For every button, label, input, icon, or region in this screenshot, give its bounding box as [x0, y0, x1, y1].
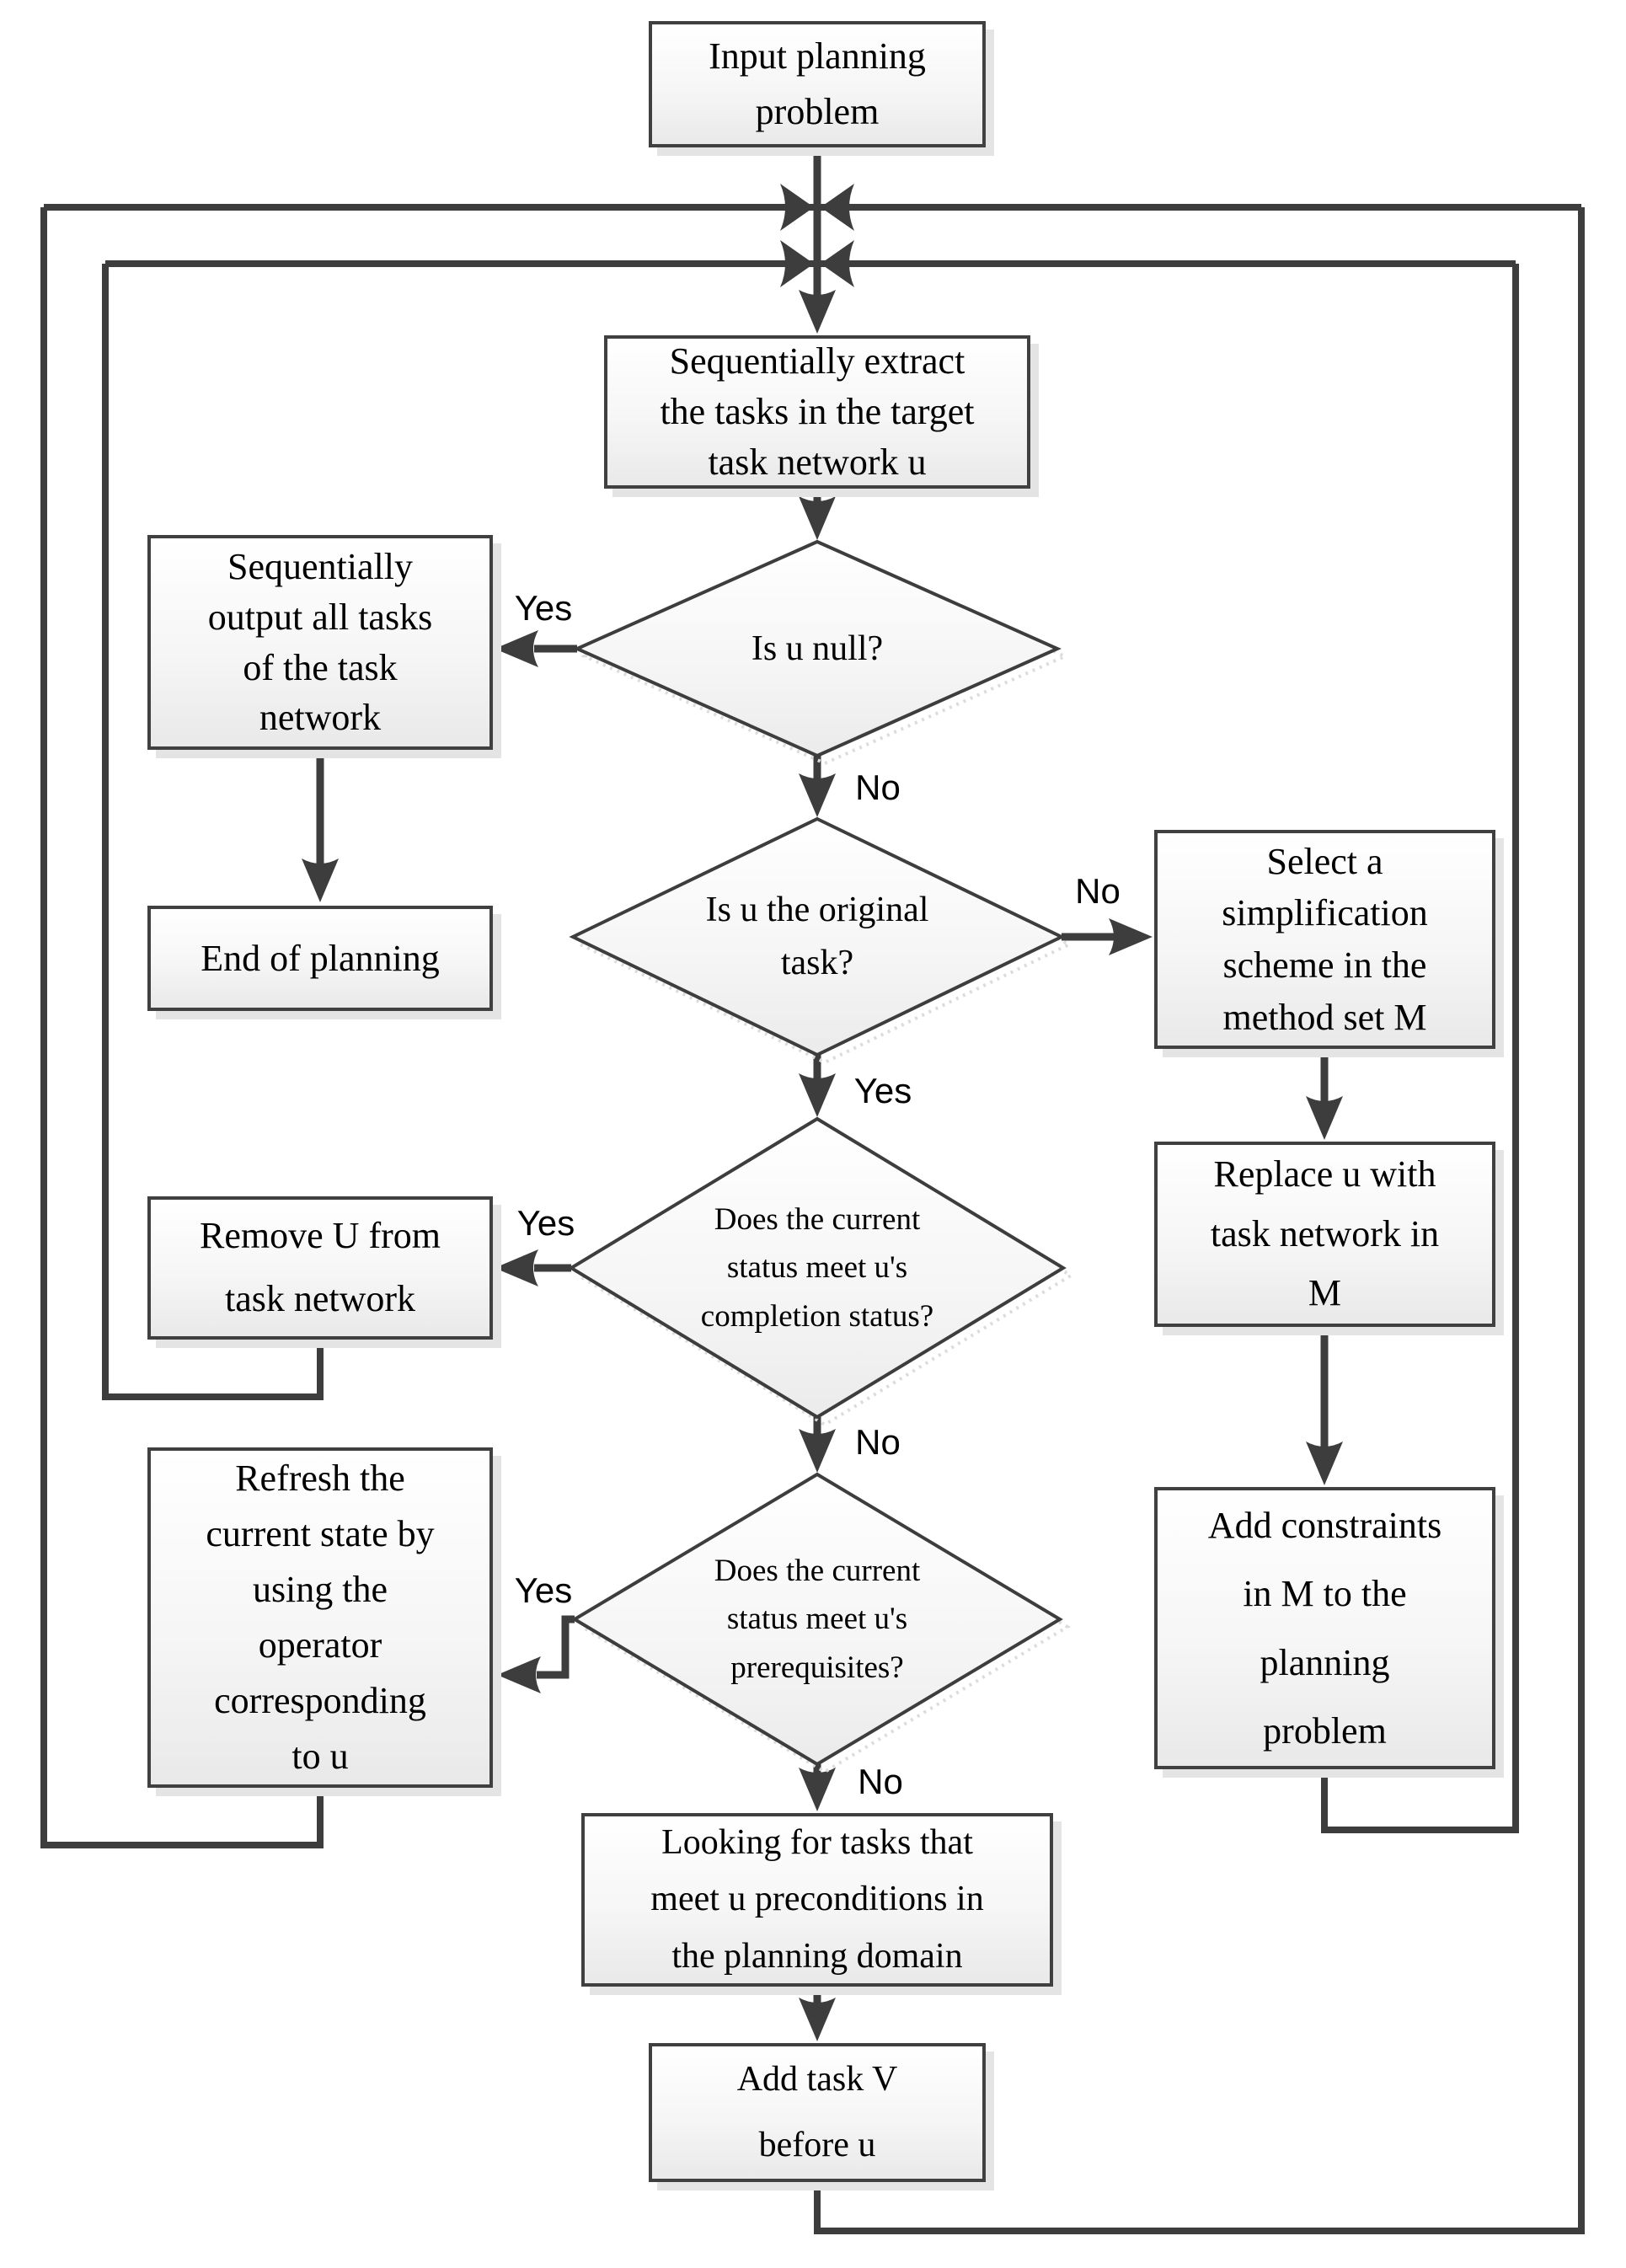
arrowhead-looking-icon	[799, 1768, 836, 1811]
edge-label-is-original-no: No	[1075, 871, 1121, 911]
decision-is-null-shape	[573, 539, 1062, 758]
edge-remove-loop	[102, 264, 324, 1400]
merge-arrowhead-inner-right-icon	[821, 240, 854, 287]
merge-arrowhead-outer-right-icon	[821, 184, 854, 231]
decision-prerequisites-shape	[571, 1472, 1063, 1767]
arrowhead-replace-icon	[1306, 1096, 1343, 1140]
decision-is-original-shape	[569, 816, 1066, 1057]
arrowhead-select-icon	[1109, 918, 1153, 955]
edge-label-is-original-yes: Yes	[853, 1071, 912, 1110]
decision-completion-shape	[568, 1116, 1067, 1420]
merge-arrowhead-outer-left-icon	[780, 184, 814, 231]
node-replace-u-with-task-network: Replace u with task network in M	[1154, 1142, 1495, 1327]
edge-add-task-loop	[814, 207, 1585, 2234]
node-remove-u-from-task-network: Remove U from task network	[147, 1196, 493, 1340]
arrowhead-prerequisites-icon	[799, 1429, 836, 1473]
node-add-constraints: Add constraints in M to the planning pro…	[1154, 1487, 1495, 1769]
edge-prerequisites-refresh	[537, 1615, 575, 1679]
arrowhead-completion-icon	[799, 1073, 836, 1117]
edge-label-is-null-no: No	[855, 768, 901, 807]
node-refresh-current-state: Refresh the current state by using the o…	[147, 1447, 493, 1788]
edge-refresh-loop	[40, 207, 324, 1848]
arrowhead-refresh-icon	[497, 1656, 541, 1693]
edge-label-completion-yes: Yes	[516, 1203, 575, 1243]
node-end-of-planning: End of planning	[147, 906, 493, 1011]
node-looking-for-tasks: Looking for tasks that meet u preconditi…	[581, 1813, 1053, 1987]
node-select-simplification-scheme: Select a simplification scheme in the me…	[1154, 830, 1495, 1049]
edge-label-prerequisites-no: No	[858, 1762, 903, 1801]
edge-label-prerequisites-yes: Yes	[514, 1570, 573, 1610]
edge-label-completion-no: No	[855, 1422, 901, 1462]
arrowhead-addconstraints-icon	[1306, 1442, 1343, 1485]
arrowhead-remove-icon	[495, 1249, 538, 1286]
node-input-planning-problem: Input planning problem	[649, 21, 986, 147]
arrowhead-isnull-icon	[799, 496, 836, 540]
node-add-task-v-before-u: Add task V before u	[649, 2043, 986, 2182]
node-sequentially-extract: Sequentially extract the tasks in the ta…	[604, 335, 1030, 489]
arrowhead-output-icon	[495, 630, 538, 667]
edge-add-constraints-loop	[1321, 264, 1519, 1833]
edge-label-is-null-yes: Yes	[514, 588, 573, 628]
node-sequentially-output: Sequentially output all tasks of the tas…	[147, 535, 493, 750]
arrowhead-extract-icon	[799, 290, 836, 334]
arrowhead-end-icon	[302, 859, 339, 902]
merge-arrowhead-inner-left-icon	[780, 240, 814, 287]
arrowhead-addtask-icon	[799, 1998, 836, 2041]
arrowhead-isoriginal-icon	[799, 773, 836, 817]
